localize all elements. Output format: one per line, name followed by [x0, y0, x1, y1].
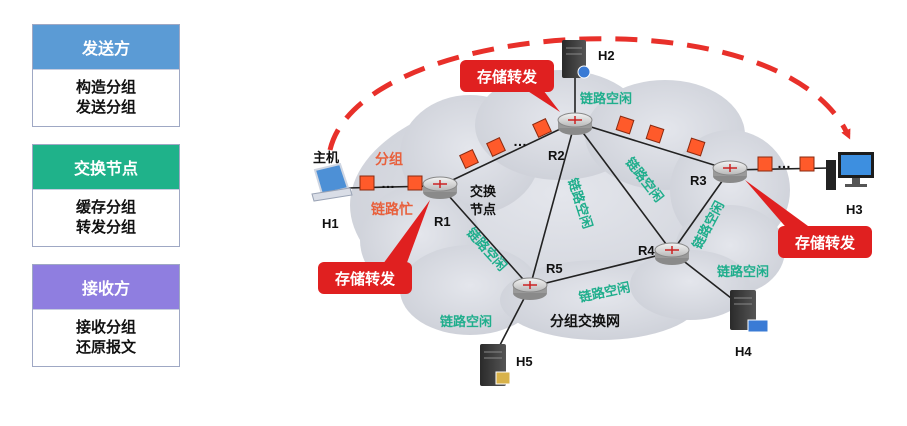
store-forward-callout-r2: 存储转发 — [460, 60, 560, 112]
switch-node-title: 交换节点 — [33, 145, 179, 189]
packet — [615, 115, 635, 135]
packets — [359, 115, 815, 191]
switch-step-1: 缓存分组 — [75, 199, 136, 216]
store-forward-callout-r1: 存储转发 — [318, 200, 430, 294]
router-r5-label: R5 — [546, 261, 563, 276]
packet — [486, 137, 506, 157]
host-h2-label: H2 — [598, 48, 615, 63]
host-h4-label: H4 — [735, 344, 752, 359]
router-r1-label: R1 — [434, 214, 451, 229]
sender-title: 发送方 — [33, 25, 179, 69]
sender-steps: 构造分组 发送分组 — [33, 69, 179, 126]
receiver-panel: 接收方 接收分组 还原报文 — [32, 264, 180, 367]
router-r3-label: R3 — [690, 173, 707, 188]
router-r1 — [422, 176, 458, 199]
callout-text: 存储转发 — [477, 68, 538, 86]
packet — [757, 156, 773, 172]
laptop-icon — [311, 162, 353, 202]
router-r2 — [557, 112, 593, 135]
idle-link-label: 链路空闲 — [716, 264, 769, 279]
server-icon — [730, 290, 769, 333]
receiver-step-2: 还原报文 — [75, 339, 136, 356]
packet-ellipsis: … — [381, 175, 395, 191]
host-h1-label: H1 — [322, 216, 339, 231]
receiver-title: 接收方 — [33, 265, 179, 309]
packet — [799, 156, 815, 172]
router-r3 — [712, 160, 748, 183]
router-r4 — [654, 242, 690, 265]
packet — [645, 124, 665, 144]
receiver-step-1: 接收分组 — [75, 319, 136, 336]
router-r2-label: R2 — [548, 148, 565, 163]
idle-link-label: 链路空闲 — [579, 91, 632, 106]
server-icon — [562, 40, 591, 79]
cloud-label: 分组交换网 — [550, 313, 620, 329]
server-icon — [480, 344, 511, 386]
packet — [359, 175, 375, 191]
packet-label: 分组 — [375, 151, 403, 167]
host-caption: 主机 — [313, 150, 339, 165]
switch-node-steps: 缓存分组 转发分组 — [33, 189, 179, 246]
packet — [459, 149, 479, 169]
switch-node-label-1: 交换 — [470, 184, 497, 199]
switch-node-label-2: 节点 — [470, 202, 496, 217]
sender-step-2: 发送分组 — [75, 99, 136, 116]
desktop-icon — [826, 152, 874, 190]
packet — [532, 118, 552, 138]
flow-arc — [327, 36, 851, 151]
host-h5-label: H5 — [516, 354, 533, 369]
idle-link-label: 链路空闲 — [439, 314, 492, 329]
store-forward-callout-r3: 存储转发 — [745, 180, 872, 258]
receiver-steps: 接收分组 还原报文 — [33, 309, 179, 366]
packet — [686, 137, 706, 157]
callout-text: 存储转发 — [335, 270, 396, 288]
packet-ellipsis: … — [513, 133, 527, 149]
sender-panel: 发送方 构造分组 发送分组 — [32, 24, 180, 127]
links — [346, 78, 831, 346]
host-h3-label: H3 — [846, 202, 863, 217]
router-r4-label: R4 — [638, 243, 655, 258]
router-r5 — [512, 277, 548, 300]
switch-node-panel: 交换节点 缓存分组 转发分组 — [32, 144, 180, 247]
link-busy-label: 链路忙 — [371, 201, 413, 217]
packet — [407, 175, 423, 191]
packet-ellipsis: … — [777, 155, 791, 171]
callout-text: 存储转发 — [795, 234, 856, 252]
switch-step-2: 转发分组 — [75, 219, 136, 236]
sender-step-1: 构造分组 — [75, 79, 136, 96]
